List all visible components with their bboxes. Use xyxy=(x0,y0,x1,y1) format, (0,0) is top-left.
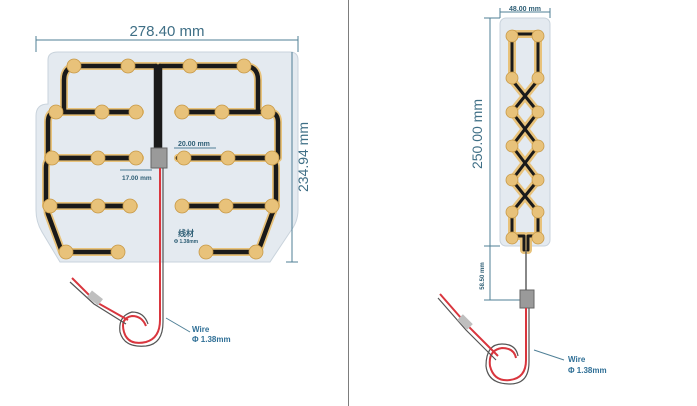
panel-divider xyxy=(348,0,349,406)
heater-pads xyxy=(42,58,280,260)
strip-lead-wire-end-dark xyxy=(437,297,497,361)
width-label: 278.40 mm xyxy=(129,23,204,40)
lead-length-label: 58.50 mm xyxy=(480,262,486,289)
lead-wire-end-dark xyxy=(69,281,127,325)
strip-height-label: 250.00 mm xyxy=(469,99,485,169)
wire-material-cn-label: 线材 xyxy=(178,228,194,238)
strip-wire-diameter-label: Φ 1.38mm xyxy=(568,366,607,375)
heater-diagram-right: 48.00 mm 250.00 mm 58.50 mm Wire Φ 1.38m… xyxy=(350,0,697,406)
strip-wire-label: Wire xyxy=(568,355,586,364)
strip-lead-wire-red xyxy=(488,308,527,382)
wire-diameter-label: Φ 1.38mm xyxy=(192,335,231,344)
wire-material-dia-label: Φ 1.38mm xyxy=(174,239,199,245)
strip-lead-wire-dark xyxy=(485,308,530,385)
offset-label: 17.00 mm xyxy=(122,175,152,182)
wire-terminal xyxy=(87,290,103,306)
height-label: 234.94 mm xyxy=(295,122,311,192)
heater-drawing-left: 278.40 mm 234.94 mm 20.00 mm 17.00 mm 线材… xyxy=(35,23,311,347)
gap-label: 20.00 mm xyxy=(178,141,210,148)
wire-label: Wire xyxy=(192,325,210,334)
strip-width-label: 48.00 mm xyxy=(509,6,541,13)
strip-connector-block xyxy=(519,289,535,309)
wire-callout-line xyxy=(165,317,191,333)
connector-block xyxy=(150,147,168,169)
lead-wire-red xyxy=(122,168,161,344)
lead-wire-dark xyxy=(119,168,164,347)
strip-wire-terminal xyxy=(457,314,473,330)
heater-diagram-left: 278.40 mm 234.94 mm 20.00 mm 17.00 mm 线材… xyxy=(35,23,311,347)
strip-pads xyxy=(505,29,545,245)
strip-wire-callout-line xyxy=(533,349,565,361)
heater-drawing-right: 48.00 mm 250.00 mm 58.50 mm Wire Φ 1.38m… xyxy=(437,6,607,385)
